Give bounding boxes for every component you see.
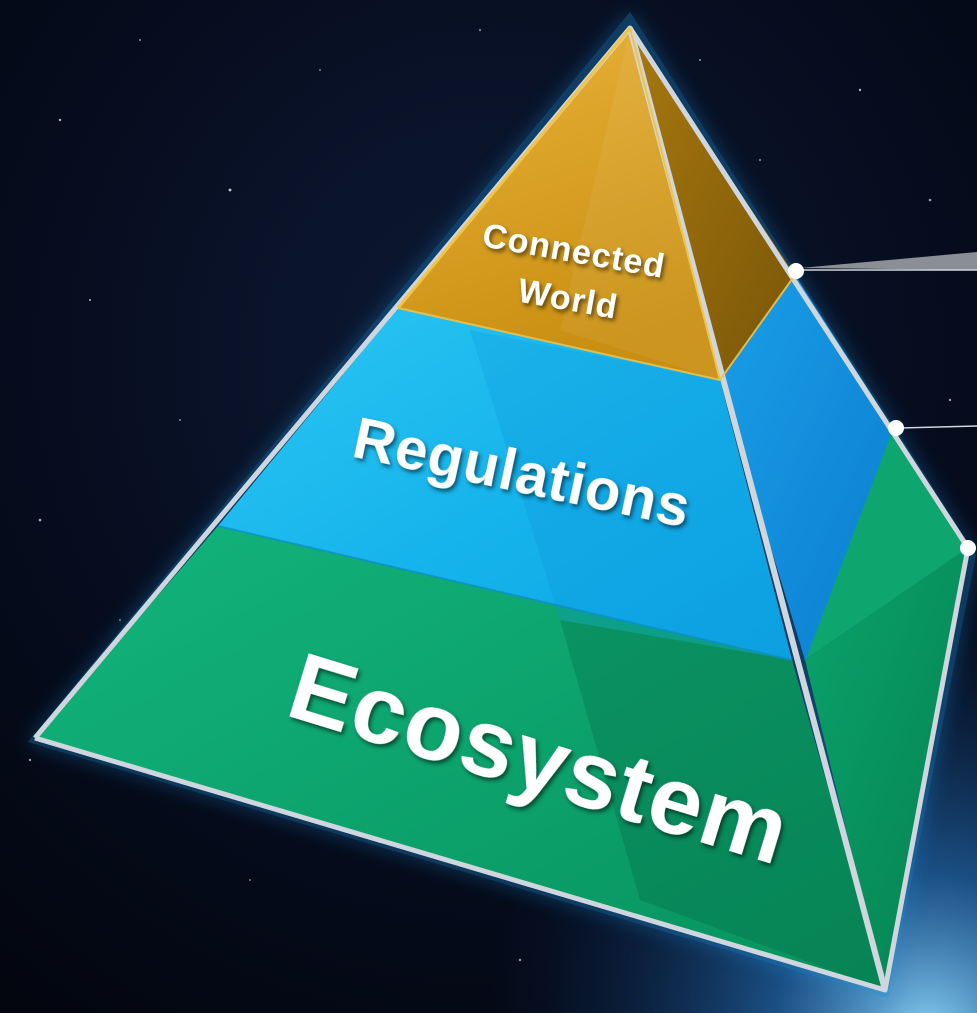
gold-edge-highlight-inner <box>629 27 721 381</box>
facet-shade-middle <box>470 330 792 660</box>
layer-top-side <box>630 28 795 380</box>
callout-bottom <box>960 540 976 556</box>
callout-dot-top <box>788 263 804 279</box>
layer-bottom-side <box>805 548 968 990</box>
layer-middle-front <box>218 308 792 660</box>
callout-dot-bottom <box>960 540 976 556</box>
layer-middle-side <box>720 275 893 660</box>
gold-edge-highlight <box>396 27 632 309</box>
facet-shade-bottom <box>560 620 885 990</box>
layer-top-front <box>398 28 720 380</box>
callout-middle <box>888 420 977 436</box>
facet-shade-top <box>560 28 720 380</box>
callout-top <box>788 252 977 279</box>
callout-dot-middle <box>888 420 904 436</box>
layer-bottom-front <box>35 526 885 990</box>
